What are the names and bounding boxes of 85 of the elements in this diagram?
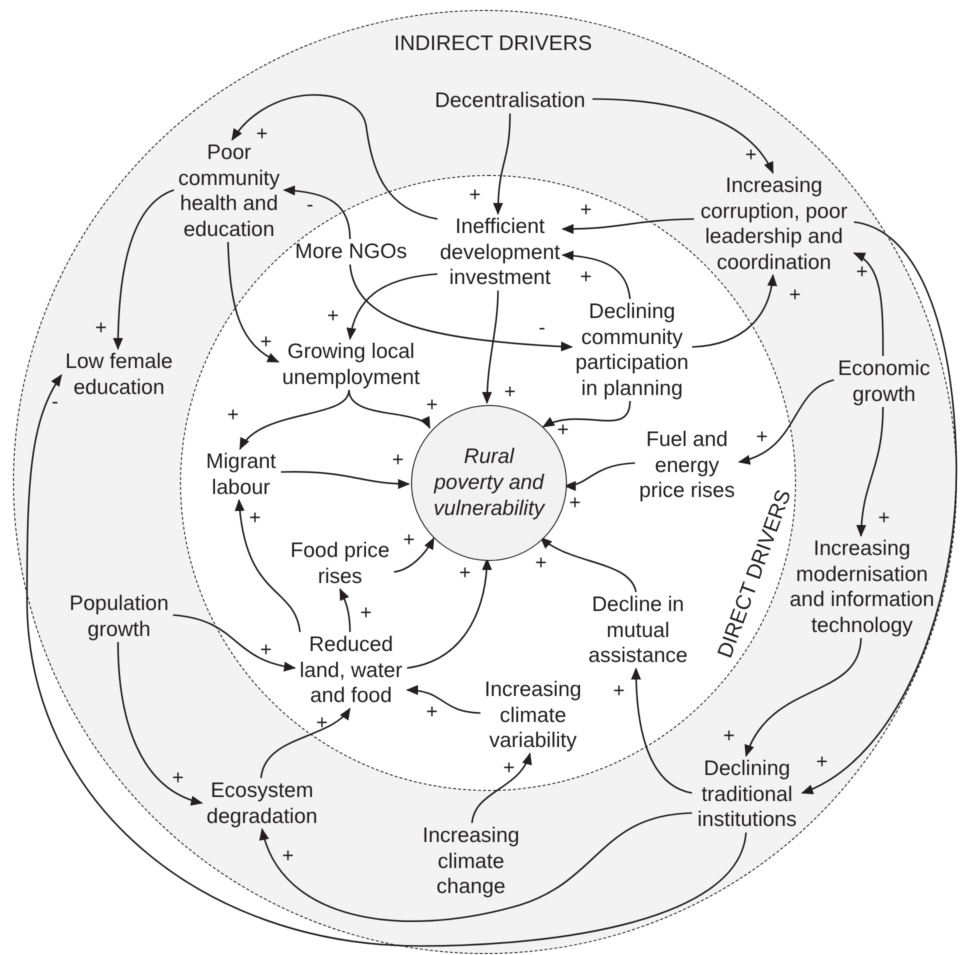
polarity-sign: + bbox=[580, 200, 592, 220]
arrow bbox=[406, 558, 492, 669]
factor-label: Inefficient development investment bbox=[438, 214, 562, 290]
factor-label: More NGOs bbox=[292, 239, 410, 264]
factor-label: Declining traditional institutions bbox=[692, 756, 802, 832]
factor-label: Food price rises bbox=[286, 538, 394, 589]
polarity-sign: + bbox=[756, 427, 768, 447]
arrow bbox=[260, 812, 692, 922]
arrow bbox=[562, 250, 631, 300]
arrow bbox=[482, 290, 499, 404]
polarity-sign: + bbox=[360, 603, 372, 623]
arrow bbox=[540, 536, 637, 592]
arrow bbox=[801, 221, 957, 794]
arrow bbox=[856, 406, 884, 537]
factor-label: Low female education bbox=[62, 349, 176, 400]
polarity-sign: + bbox=[745, 145, 757, 165]
arrow bbox=[542, 400, 631, 428]
polarity-sign: + bbox=[260, 640, 272, 660]
arrow bbox=[493, 113, 511, 215]
arrow bbox=[239, 390, 350, 450]
arrow bbox=[745, 638, 862, 757]
factor-label: Increasing corruption, poor leadership and coordination bbox=[694, 173, 854, 275]
polarity-sign: - bbox=[538, 318, 546, 338]
factor-label: Decentralisation bbox=[428, 88, 592, 114]
arrow bbox=[738, 379, 834, 464]
arrow bbox=[231, 94, 438, 220]
polarity-sign: + bbox=[569, 493, 581, 513]
factor-label: Growing local unemployment bbox=[278, 339, 424, 390]
polarity-sign: + bbox=[249, 508, 261, 528]
polarity-sign: + bbox=[95, 318, 107, 338]
arrow bbox=[562, 218, 694, 234]
arrow bbox=[394, 537, 434, 573]
arrow bbox=[260, 708, 351, 778]
factor-label: Decline in mutual assistance bbox=[584, 592, 692, 668]
factor-label: Ecosystem degradation bbox=[202, 778, 322, 829]
factor-label: Increasing modernisation and information technology bbox=[784, 536, 940, 638]
polarity-sign: - bbox=[306, 195, 314, 215]
polarity-sign: + bbox=[878, 508, 890, 528]
polarity-sign: + bbox=[856, 262, 868, 282]
arrow bbox=[347, 273, 438, 340]
polarity-sign: + bbox=[816, 752, 828, 772]
polarity-sign: + bbox=[580, 267, 592, 287]
polarity-sign: + bbox=[789, 285, 801, 305]
arrow bbox=[235, 499, 301, 632]
polarity-sign: + bbox=[172, 768, 184, 788]
arrow bbox=[339, 588, 351, 632]
polarity-sign: + bbox=[503, 758, 515, 778]
arrow bbox=[471, 752, 531, 824]
arrow bbox=[117, 642, 203, 805]
arrow bbox=[113, 189, 174, 350]
polarity-sign: + bbox=[723, 726, 735, 746]
arrow bbox=[172, 614, 296, 671]
polarity-sign: - bbox=[52, 392, 58, 412]
polarity-sign: + bbox=[260, 332, 272, 352]
polarity-sign: + bbox=[282, 846, 294, 866]
factor-label: Fuel and energy price rises bbox=[635, 427, 739, 504]
factor-label: Reduced land, water and food bbox=[295, 632, 407, 708]
arrow bbox=[631, 668, 692, 794]
arrow bbox=[349, 264, 573, 352]
factor-label: Migrant labour bbox=[201, 449, 281, 500]
arrow bbox=[406, 686, 481, 714]
arrow bbox=[283, 186, 351, 240]
arrow bbox=[26, 374, 747, 947]
factor-label: Increasing climate change bbox=[418, 823, 524, 900]
arrow bbox=[592, 98, 774, 174]
arrow bbox=[227, 242, 280, 363]
polarity-sign: + bbox=[557, 420, 569, 440]
polarity-sign: + bbox=[459, 563, 471, 583]
polarity-sign: + bbox=[426, 702, 438, 722]
factor-label: Economic growth bbox=[834, 356, 934, 407]
polarity-sign: + bbox=[316, 713, 328, 733]
factor-label: Increasing climate variability bbox=[480, 677, 586, 754]
polarity-sign: + bbox=[504, 382, 516, 402]
arrow bbox=[348, 390, 430, 429]
polarity-sign: + bbox=[227, 405, 239, 425]
arrow bbox=[281, 471, 410, 489]
factor-label: Population growth bbox=[65, 591, 173, 642]
polarity-sign: + bbox=[613, 681, 625, 701]
polarity-sign: + bbox=[392, 450, 404, 470]
polarity-sign: + bbox=[327, 306, 339, 326]
arrow bbox=[692, 274, 777, 348]
ring-heading: INDIRECT DRIVERS bbox=[394, 32, 592, 56]
polarity-sign: + bbox=[469, 185, 481, 205]
factor-label: Declining community participation in planning bbox=[572, 299, 692, 401]
arrow bbox=[853, 252, 884, 356]
